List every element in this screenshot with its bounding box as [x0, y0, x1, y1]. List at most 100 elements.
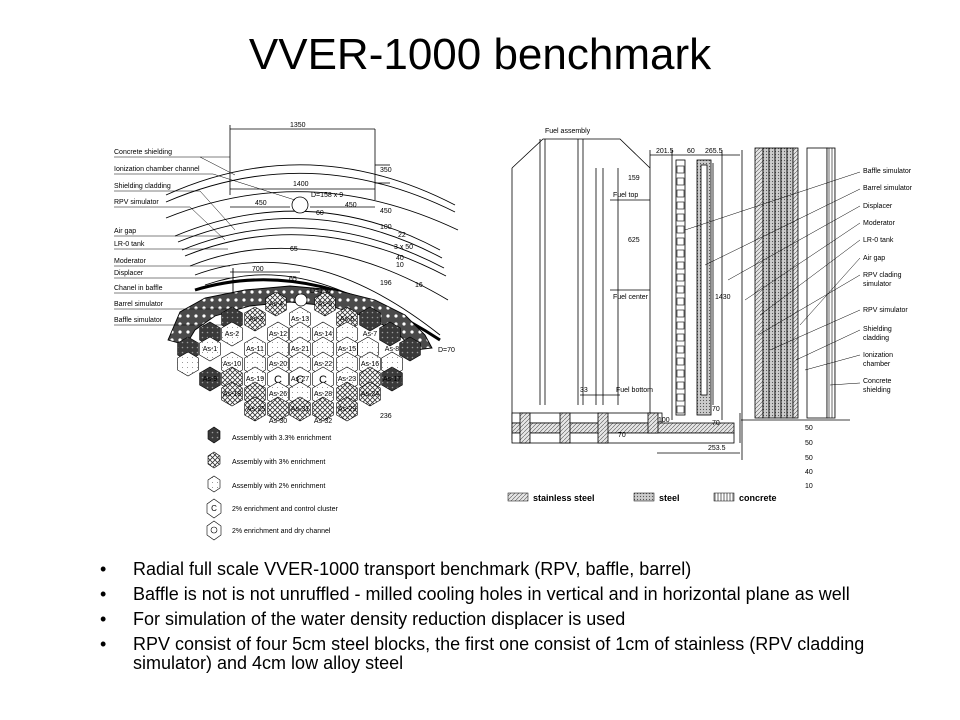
baffle-holes — [676, 165, 685, 414]
assembly-hex — [244, 396, 266, 422]
label-concrete-shielding: Concrete shielding — [114, 149, 172, 156]
assembly-label: As-21 — [291, 346, 309, 353]
label-rpv-simulator: RPV simulator — [114, 199, 159, 206]
dim-100-r: 100 — [658, 417, 670, 424]
bullet-dot: • — [100, 634, 107, 654]
side-rpv-simulator: RPV simulator — [863, 307, 908, 314]
dim-350: 350 — [380, 167, 392, 174]
assembly-label: As-19 — [246, 376, 264, 383]
legend-label-3-3pct: Assembly with 3.3% enrichment — [232, 435, 331, 442]
side-moderator: Moderator — [863, 220, 896, 227]
side-barrel-simulator: Barrel simulator — [863, 185, 913, 192]
assembly-hex — [199, 366, 221, 392]
baffle-hole — [676, 177, 685, 186]
bullet-item: •RPV consist of four 5cm steel blocks, t… — [100, 635, 900, 673]
assembly-label: As-16 — [361, 361, 379, 368]
bullet-dot: • — [100, 559, 107, 579]
assembly-label: As-11 — [246, 346, 264, 353]
label-ionization-chamber-channel: Ionization chamber channel — [114, 166, 200, 173]
legend-swatch-3pct — [207, 451, 221, 469]
assembly-label: As-14 — [314, 331, 332, 338]
assembly-label: As-29 — [338, 406, 356, 413]
assembly-label: As-31 — [291, 406, 309, 413]
dim-dia130: D=130 — [310, 288, 331, 295]
label-air-gap: Air gap — [114, 228, 136, 235]
assembly-label: As-25 — [247, 406, 265, 413]
baffle-hole — [676, 381, 685, 390]
bullet-text: For simulation of the water density redu… — [133, 609, 626, 629]
bullet-dot: • — [100, 609, 107, 629]
dim-65b: 65 — [289, 276, 297, 283]
assembly-legend: C Assembly with 3.3% enrichment Assembly… — [206, 426, 338, 541]
dim-60: 60 — [316, 210, 324, 217]
dim-100: 100 — [380, 224, 392, 231]
dim-1430: 1430 — [715, 294, 731, 301]
assembly-label: As-20 — [269, 361, 287, 368]
legend-swatch-dry — [206, 520, 222, 541]
assembly-label: As-10 — [223, 361, 241, 368]
dim-16: 16 — [415, 282, 423, 289]
dim-450b: 450 — [345, 202, 357, 209]
assembly-label: As-26 — [269, 391, 287, 398]
dim-253-5: 253.5 — [708, 445, 726, 452]
label-fuel-assembly: Fuel assembly — [545, 128, 591, 135]
left-callout-labels: Concrete shielding Ionization chamber ch… — [114, 149, 200, 324]
side-labels: Baffle simulator Barrel simulator Displa… — [863, 168, 913, 394]
radial-cross-section — [165, 164, 459, 351]
dim-236: 236 — [380, 413, 392, 420]
dim-70-a: 70 — [712, 406, 720, 413]
material-stainless-steel: stainless steel — [533, 493, 595, 503]
material-steel: steel — [659, 493, 680, 503]
swatch-concrete — [713, 492, 735, 502]
assembly-hex — [177, 351, 199, 377]
label-fuel-bottom: Fuel bottom — [616, 387, 653, 394]
dim-65a: 65 — [290, 246, 298, 253]
assembly-hex — [379, 321, 401, 347]
label-chanel-in-baffle: Chanel in baffle — [114, 285, 163, 292]
assembly-label: As-7 — [363, 331, 378, 338]
assembly-label: As-30 — [269, 418, 287, 425]
baffle-hole — [676, 357, 685, 366]
legend-control-mark: C — [211, 504, 217, 513]
assembly-hex — [381, 366, 403, 392]
label-barrel-simulator: Barrel simulator — [114, 301, 164, 308]
label-moderator: Moderator — [114, 258, 147, 265]
control-cluster-mark: C — [319, 374, 327, 386]
page-title: VVER-1000 benchmark — [248, 30, 712, 79]
assembly-hex — [359, 306, 381, 332]
assembly-hex — [312, 396, 334, 422]
dim-450c: 450 — [380, 208, 392, 215]
assembly-label: As-8 — [385, 346, 400, 353]
legend-swatch-3-3pct — [207, 426, 221, 444]
legend-swatch-control — [206, 498, 222, 519]
label-fuel-top: Fuel top — [613, 192, 638, 199]
dim-40-r: 40 — [805, 469, 813, 476]
dim-22: 22 — [398, 232, 406, 239]
baffle-hole — [676, 393, 685, 402]
label-lr0-tank: LR-0 tank — [114, 241, 145, 248]
dim-265-5: 265.5 — [705, 148, 723, 155]
assembly-hex — [359, 381, 381, 407]
dim-50-a: 50 — [805, 425, 813, 432]
baffle-hole — [676, 201, 685, 210]
legend-label-3pct: Assembly with 3% enrichment — [232, 459, 325, 466]
assembly-hex — [221, 381, 243, 407]
assembly-hex — [244, 306, 266, 332]
baffle-hole — [676, 369, 685, 378]
assembly-label: As-22 — [314, 361, 332, 368]
dim-10-r: 10 — [805, 483, 813, 490]
material-legend: stainless steel steel concrete — [507, 492, 777, 503]
assembly-label: As-6 — [340, 316, 355, 323]
assembly-hex — [314, 291, 336, 317]
assembly-label: As-32 — [314, 418, 332, 425]
side-displacer: Displacer — [863, 203, 893, 210]
assembly-label: As-1 — [203, 346, 218, 353]
dim-50-b: 50 — [805, 440, 813, 447]
side-baffle-simulator: Baffle simulator — [863, 168, 912, 175]
legend-swatch-2pct — [207, 475, 221, 493]
assembly-label: As-3 — [249, 316, 264, 323]
baffle-hole — [676, 261, 685, 270]
